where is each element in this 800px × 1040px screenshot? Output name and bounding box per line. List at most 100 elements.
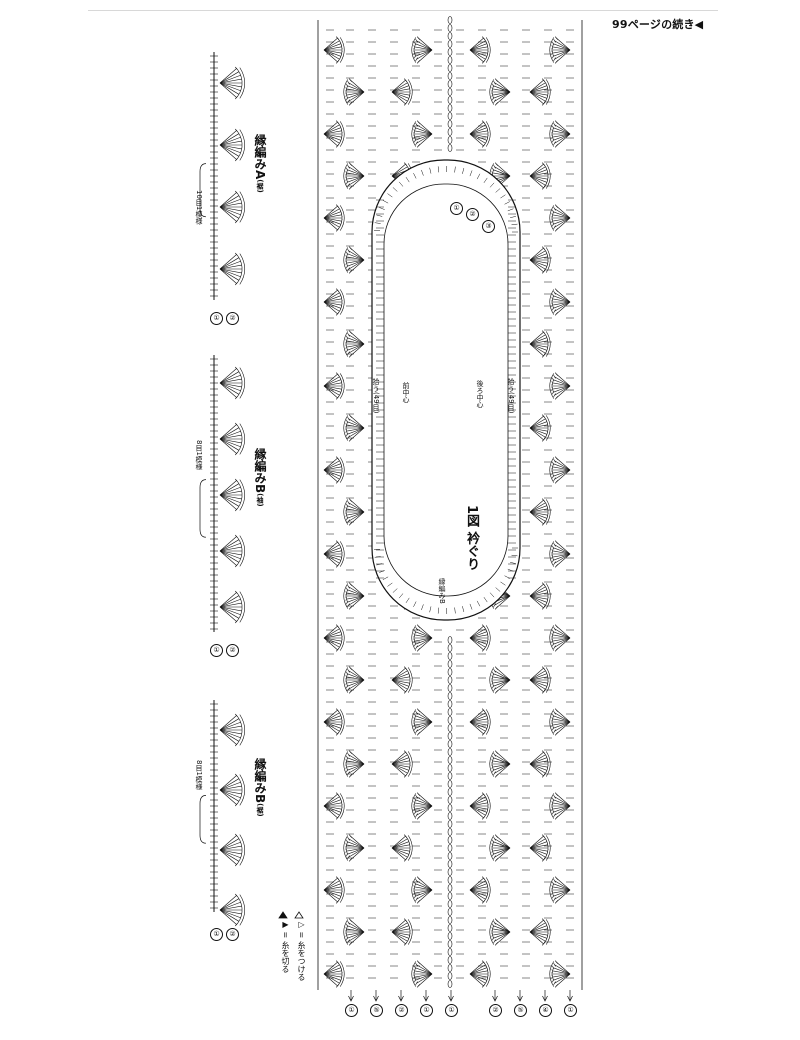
fan-stroke-tick bbox=[416, 36, 421, 40]
fan-stroke bbox=[219, 144, 237, 160]
fan-stroke bbox=[350, 427, 365, 441]
fan-stroke-tick bbox=[335, 228, 340, 232]
fan-stroke bbox=[414, 49, 433, 54]
fan-stroke bbox=[391, 841, 409, 849]
fan-stroke bbox=[391, 844, 410, 849]
fan-stroke bbox=[323, 385, 341, 393]
fan-stroke bbox=[219, 260, 241, 270]
fan-stroke bbox=[556, 973, 571, 987]
fan-stroke-tick bbox=[491, 926, 493, 931]
scallop-arc bbox=[411, 121, 417, 147]
fan-stroke-tick bbox=[415, 57, 418, 62]
fan-stroke bbox=[552, 301, 571, 306]
fan-stroke bbox=[323, 46, 342, 51]
fan-stroke-tick bbox=[414, 629, 417, 634]
fan-stroke bbox=[323, 880, 340, 891]
fan-stroke-tick bbox=[554, 288, 559, 292]
fan-stroke bbox=[219, 606, 237, 622]
fan-stroke-tick bbox=[237, 92, 241, 97]
scallop-arc bbox=[545, 667, 551, 693]
chain-stitch bbox=[447, 828, 453, 836]
fan-stroke bbox=[323, 133, 340, 144]
fan-stroke bbox=[469, 133, 488, 138]
fan-stroke bbox=[493, 673, 511, 681]
fan-stroke bbox=[493, 925, 511, 933]
fan-stroke bbox=[492, 763, 511, 768]
fan-stroke bbox=[414, 637, 433, 642]
scallop-arc bbox=[411, 793, 417, 819]
fan-stroke bbox=[414, 802, 433, 807]
fan-stroke bbox=[553, 133, 571, 141]
main-shell bbox=[469, 120, 491, 148]
fan-stroke-tick bbox=[345, 170, 347, 175]
chain-stitch bbox=[447, 668, 453, 676]
fan-stroke bbox=[469, 715, 487, 723]
fan-stroke bbox=[469, 880, 486, 891]
fan-stroke-tick bbox=[413, 807, 415, 812]
fan-stroke bbox=[529, 82, 546, 93]
fan-stroke bbox=[556, 637, 571, 651]
fan-stroke bbox=[346, 511, 365, 516]
fan-stroke bbox=[529, 505, 547, 513]
scallop-arc bbox=[549, 793, 555, 819]
fan-stroke bbox=[391, 163, 406, 177]
fan-stroke-tick bbox=[553, 290, 556, 295]
fan-stroke bbox=[348, 511, 365, 522]
fan-stroke-tick bbox=[239, 900, 242, 905]
pickup-tick bbox=[504, 201, 510, 205]
chain-stitch bbox=[447, 796, 453, 804]
fan-stroke bbox=[219, 536, 237, 552]
fan-stroke bbox=[469, 721, 486, 732]
fan-stroke-tick bbox=[554, 204, 559, 208]
scallop-arc bbox=[407, 79, 413, 105]
fan-stroke-tick bbox=[414, 642, 417, 647]
fan-stroke-tick bbox=[237, 154, 241, 159]
fan-stroke bbox=[556, 205, 571, 219]
fan-stroke-tick bbox=[551, 212, 553, 217]
fan-stroke bbox=[391, 931, 410, 936]
fan-stroke bbox=[347, 847, 365, 855]
fan-stroke bbox=[323, 49, 341, 57]
fan-stroke bbox=[219, 374, 241, 384]
fan-stroke bbox=[347, 85, 365, 93]
main-shell bbox=[323, 372, 345, 400]
chain-stitch bbox=[447, 836, 453, 844]
fan-stroke bbox=[350, 415, 365, 429]
chain-stitch bbox=[447, 120, 453, 128]
fan-stroke-tick bbox=[348, 942, 353, 946]
fan-stroke-tick bbox=[346, 83, 349, 88]
fan-stroke-tick bbox=[346, 755, 349, 760]
main-shell bbox=[323, 120, 345, 148]
pickup-tick bbox=[392, 187, 398, 192]
fan-stroke bbox=[556, 49, 571, 63]
fan-stroke bbox=[529, 667, 544, 681]
fan-stroke bbox=[219, 382, 241, 392]
fan-stroke bbox=[552, 130, 571, 135]
fan-stroke bbox=[529, 595, 547, 603]
fan-stroke bbox=[556, 541, 571, 555]
fan-stroke bbox=[391, 931, 408, 942]
fan-stroke bbox=[391, 847, 406, 861]
fan-stroke bbox=[552, 214, 571, 219]
fan-stroke bbox=[346, 256, 365, 261]
fan-stroke bbox=[554, 637, 571, 648]
fan-stroke-tick bbox=[554, 960, 559, 964]
fan-stroke-tick bbox=[553, 626, 556, 631]
main-shell bbox=[529, 78, 551, 106]
fan-stroke bbox=[323, 625, 338, 639]
fan-stroke-tick bbox=[553, 542, 556, 547]
main-shell bbox=[323, 204, 345, 232]
fan-stroke-tick bbox=[240, 545, 243, 550]
fan-stroke bbox=[493, 841, 511, 849]
fan-stroke-tick bbox=[492, 167, 495, 172]
pickup-tick bbox=[469, 603, 473, 610]
fan-stroke bbox=[414, 721, 433, 726]
fan-stroke bbox=[323, 889, 341, 897]
fan-stroke-tick bbox=[240, 139, 243, 144]
fan-stroke bbox=[529, 166, 546, 177]
fan-stroke-tick bbox=[237, 776, 241, 781]
header-rule bbox=[88, 10, 718, 11]
chain-stitch bbox=[447, 852, 453, 860]
fan-stroke bbox=[219, 550, 242, 556]
chain-stitch bbox=[447, 652, 453, 660]
